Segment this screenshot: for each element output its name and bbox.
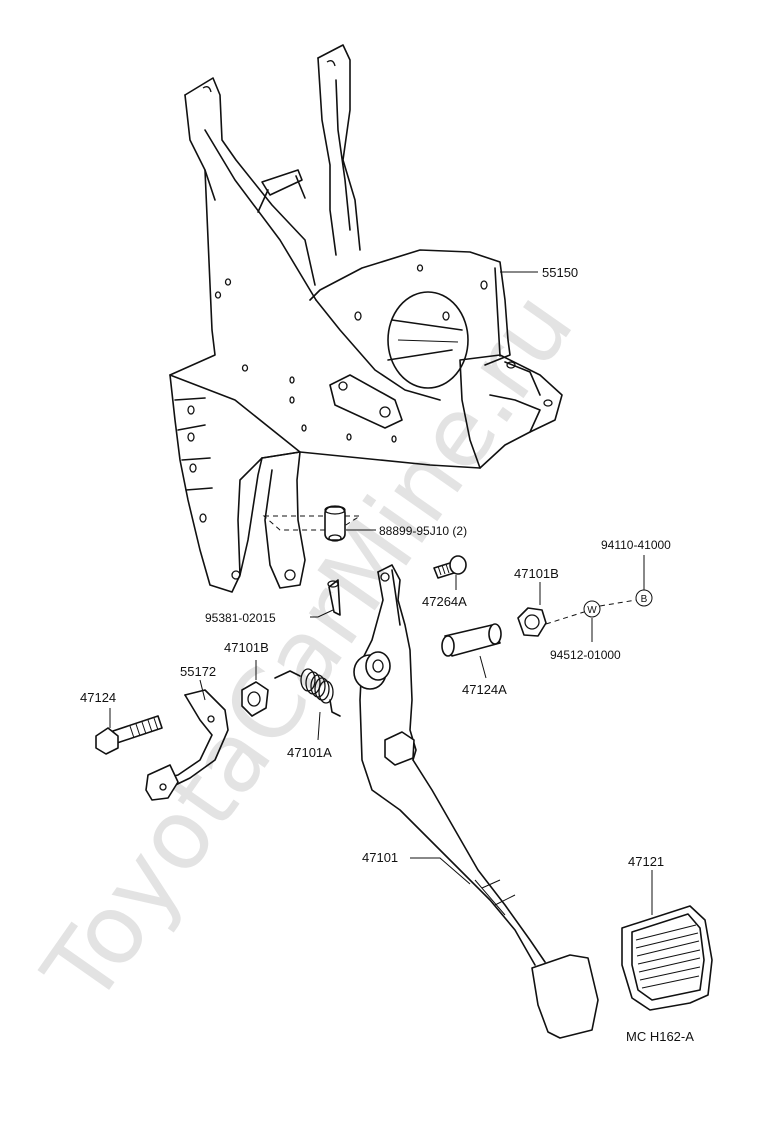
label-47101: 47101	[362, 850, 398, 865]
washer-and-bolt-markers: W B	[545, 589, 653, 625]
spacer-88899	[262, 505, 362, 542]
label-55172: 55172	[180, 664, 216, 679]
pedal-bracket-55150	[169, 44, 563, 593]
reference-code: MC H162-A	[626, 1029, 694, 1044]
pin-47124A	[441, 623, 502, 657]
leader-lines	[109, 271, 653, 915]
label-47101B-right: 47101B	[514, 566, 559, 581]
clutch-pedal-47101	[353, 564, 599, 1039]
part-number-labels: 55150 88899-95J10 (2) 94110-41000 47101B…	[80, 265, 694, 1044]
label-47124A: 47124A	[462, 682, 507, 697]
label-47101B-left: 47101B	[224, 640, 269, 655]
pedal-pad-47121	[621, 905, 713, 1011]
bolt-47124	[95, 715, 163, 755]
washer-marker-circle	[583, 600, 601, 618]
label-88899: 88899-95J10 (2)	[379, 524, 467, 538]
nut-47101B-right	[517, 607, 547, 637]
label-55150: 55150	[542, 265, 578, 280]
label-47101A: 47101A	[287, 745, 332, 760]
return-spring-47101A	[274, 668, 341, 717]
label-47124: 47124	[80, 690, 116, 705]
label-94512: 94512-01000	[550, 648, 621, 662]
label-47264A: 47264A	[422, 594, 467, 609]
label-94110: 94110-41000	[601, 538, 671, 552]
washer-marker-letter: W	[587, 605, 597, 616]
cotter-pin-95381	[327, 579, 341, 616]
bolt-marker-letter: B	[641, 594, 648, 605]
label-95381: 95381-02015	[205, 611, 276, 625]
label-47121: 47121	[628, 854, 664, 869]
nut-47101B-left	[241, 681, 269, 717]
brace-55172	[145, 689, 229, 801]
bolt-47264A	[433, 555, 467, 579]
